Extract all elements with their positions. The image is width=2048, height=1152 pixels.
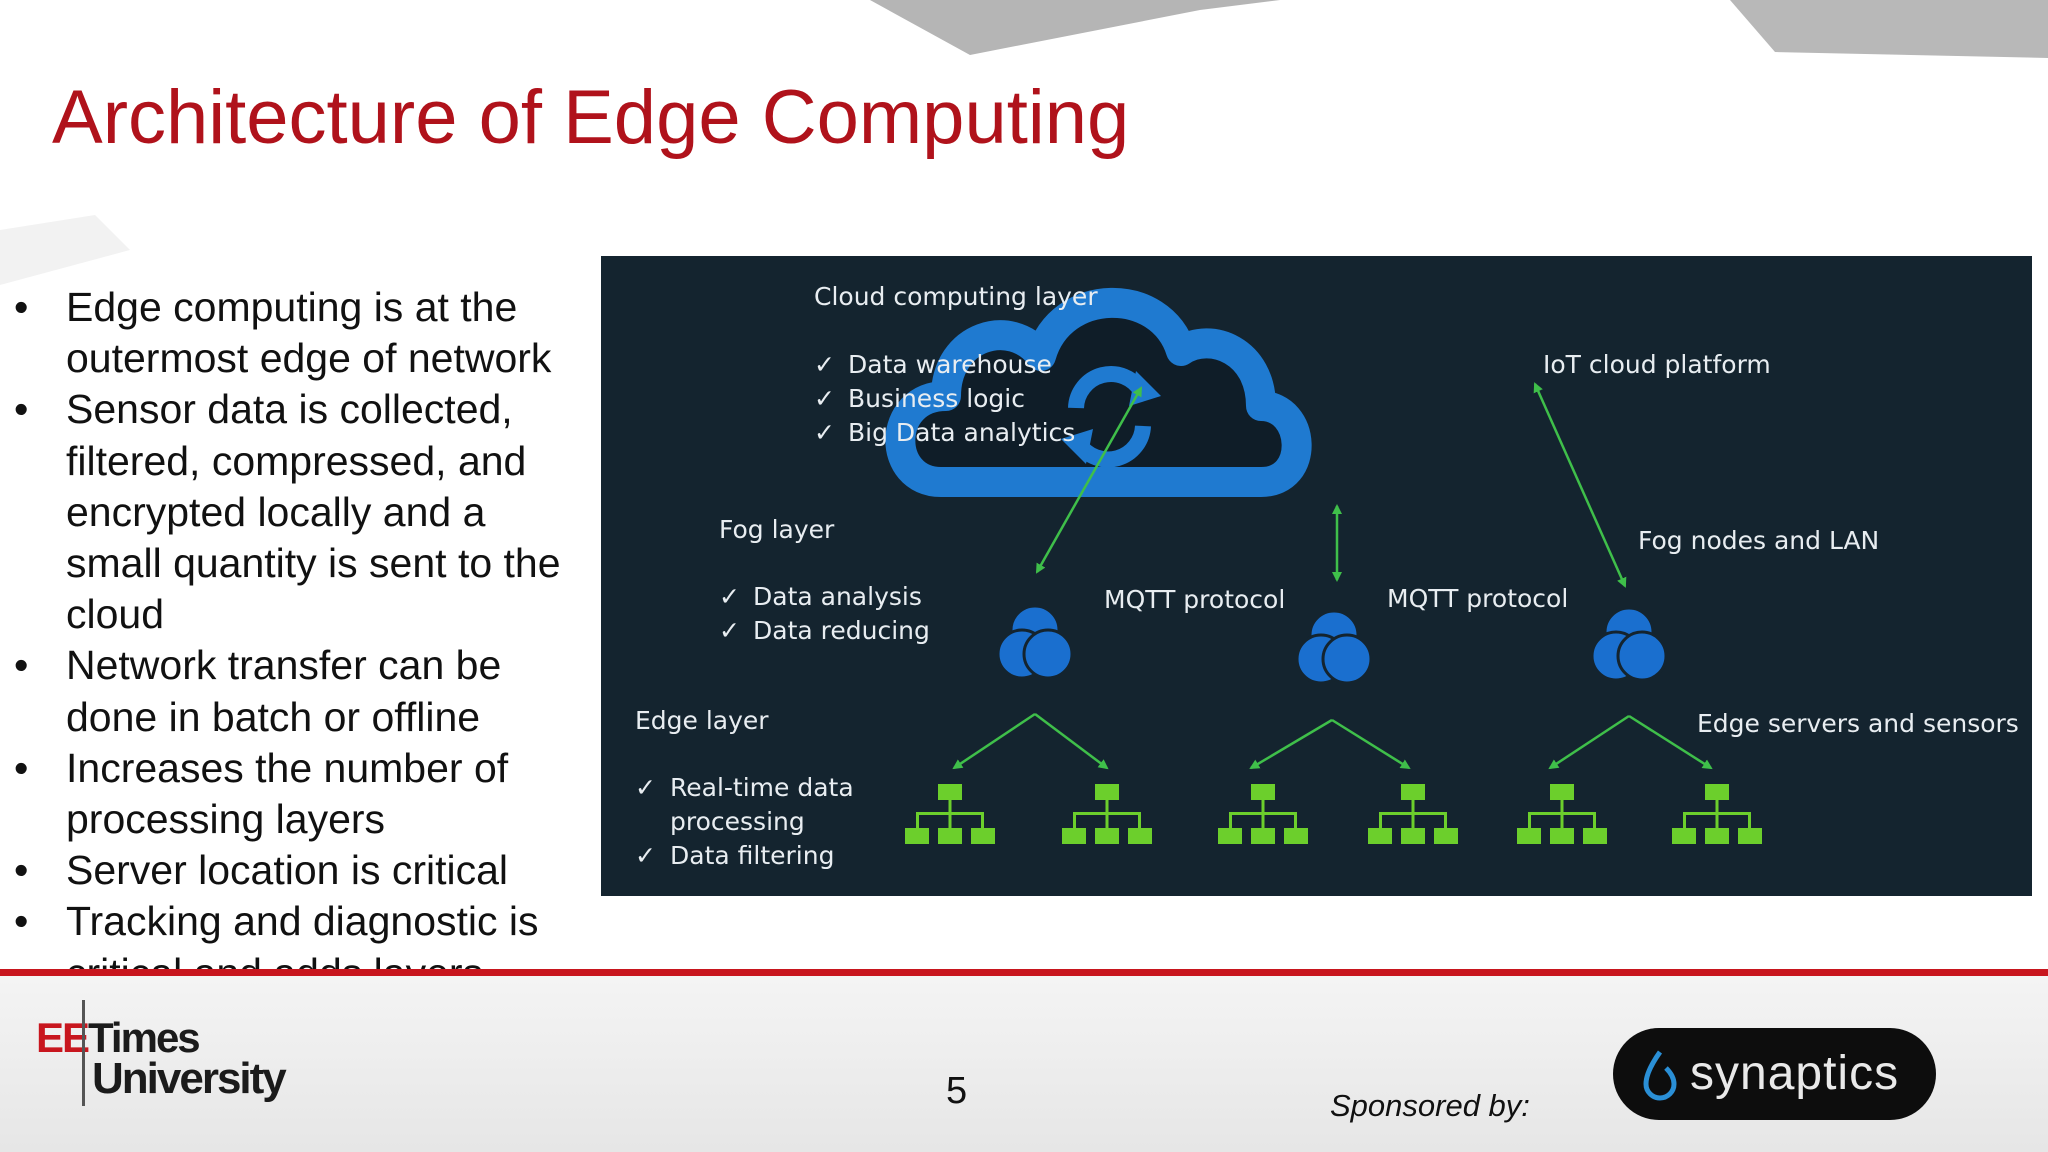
bullet-line: small quantity is sent to the	[66, 540, 561, 587]
edge-item-1: Real-time data	[670, 773, 854, 802]
bullet-marker: •	[14, 642, 29, 689]
cloud-check-3: ✓	[814, 418, 835, 447]
edge-node-icon	[1218, 784, 1308, 844]
bullet-marker: •	[14, 898, 29, 945]
fog-check-2: ✓	[719, 616, 740, 645]
bullet-line: Edge computing is at the	[66, 284, 518, 330]
synaptics-mark-icon	[1643, 1050, 1677, 1101]
edge-check-1: ✓	[635, 773, 656, 802]
arrow-fog-edge-2a	[1249, 718, 1333, 770]
bullet-marker: •	[14, 284, 29, 330]
bullet-item: • Server location is critical	[14, 845, 604, 896]
edge-servers-label: Edge servers and sensors	[1697, 709, 2019, 738]
slide-title: Architecture of Edge Computing	[52, 75, 1130, 160]
sponsored-by-label: Sponsored by:	[1330, 1088, 1530, 1123]
arrow-fog-edge-3a	[1548, 714, 1630, 770]
bullet-line: Increases the number of	[66, 744, 509, 791]
mqtt-label-left: MQTT protocol	[1104, 585, 1285, 614]
edge-node-icon	[1517, 784, 1607, 844]
iot-cloud-label: IoT cloud platform	[1543, 350, 1771, 379]
logo-divider	[82, 1000, 85, 1106]
fog-item-1: Data analysis	[753, 582, 922, 611]
fog-item-2: Data reducing	[753, 616, 930, 645]
bullet-line: outermost edge of network	[66, 335, 552, 382]
cloud-layer-title: Cloud computing layer	[814, 282, 1098, 311]
cloud-check-1: ✓	[814, 350, 835, 379]
fog-node-icon	[1590, 606, 1668, 682]
cloud-item-3: Big Data analytics	[848, 418, 1075, 447]
footer-rule	[0, 969, 2048, 976]
edge-node-icon	[1672, 784, 1762, 844]
bullet-line: filtered, compressed, and	[66, 437, 527, 484]
arrow-cloud-fog-left	[1035, 386, 1143, 574]
logo-university-text: University	[92, 1054, 287, 1103]
edge-check-2: ✓	[635, 841, 656, 870]
mqtt-label-right: MQTT protocol	[1387, 584, 1568, 613]
edge-item-2: Data filtering	[670, 841, 834, 870]
fog-node-icon	[996, 604, 1074, 680]
edge-item-1b: processing	[670, 807, 805, 836]
bullet-item: • Sensor data is collected,filtered, comp…	[14, 384, 604, 640]
eetimes-logo: EETimes	[36, 1014, 201, 1062]
edge-node-icon	[1368, 784, 1458, 844]
synaptics-logo	[1613, 1028, 1936, 1120]
bullet-line: Server location is critical	[66, 847, 509, 894]
page-number: 5	[946, 1070, 968, 1112]
arrow-fog-edge-2b	[1331, 718, 1411, 770]
edge-layer-title: Edge layer	[635, 706, 769, 735]
bullet-line: Sensor data is collected,	[66, 386, 513, 433]
arrow-fog-edge-3b	[1628, 714, 1713, 770]
cloud-item-2: Business logic	[848, 384, 1025, 413]
logo-times-text: Times	[88, 1014, 201, 1061]
edge-node-icon	[1062, 784, 1152, 844]
fog-node-icon	[1295, 609, 1373, 685]
bullet-line: processing layers	[66, 796, 386, 843]
fog-layer-title: Fog layer	[719, 515, 835, 544]
arrow-fog-edge-1a	[952, 712, 1036, 770]
bullet-line: cloud	[66, 591, 165, 638]
bullet-marker: •	[14, 847, 29, 894]
bullet-line: done in batch or offline	[66, 693, 481, 740]
bullet-list: • Edge computing is at the outermost edge …	[14, 282, 604, 999]
bullet-item: • Edge computing is at the outermost edge …	[14, 282, 604, 384]
edge-architecture-diagram: Cloud computing layer ✓ Data warehouse ✓…	[601, 256, 2032, 896]
bullet-line: Network transfer can be	[66, 642, 502, 689]
cloud-check-2: ✓	[814, 384, 835, 413]
edge-node-icon	[905, 784, 995, 844]
background-decoration	[0, 0, 2048, 285]
synaptics-logo-text: synaptics	[1690, 1047, 1900, 1100]
bullet-item: • Increases the number of processing layer…	[14, 743, 604, 845]
cloud-item-1: Data warehouse	[848, 350, 1052, 379]
bullet-line: Tracking and diagnostic is	[66, 898, 539, 945]
fog-check-1: ✓	[719, 582, 740, 611]
bullet-marker: •	[14, 386, 29, 433]
arrow-cloud-fog-right	[1533, 382, 1627, 588]
logo-ee-text: EE	[36, 1014, 90, 1061]
fog-nodes-label: Fog nodes and LAN	[1638, 526, 1879, 555]
arrow-fog-edge-1b	[1034, 713, 1109, 770]
bullet-line: encrypted locally and a	[66, 488, 486, 535]
bullet-marker: •	[14, 744, 29, 791]
diagram-svg: Cloud computing layer ✓ Data warehouse ✓…	[635, 282, 2019, 870]
